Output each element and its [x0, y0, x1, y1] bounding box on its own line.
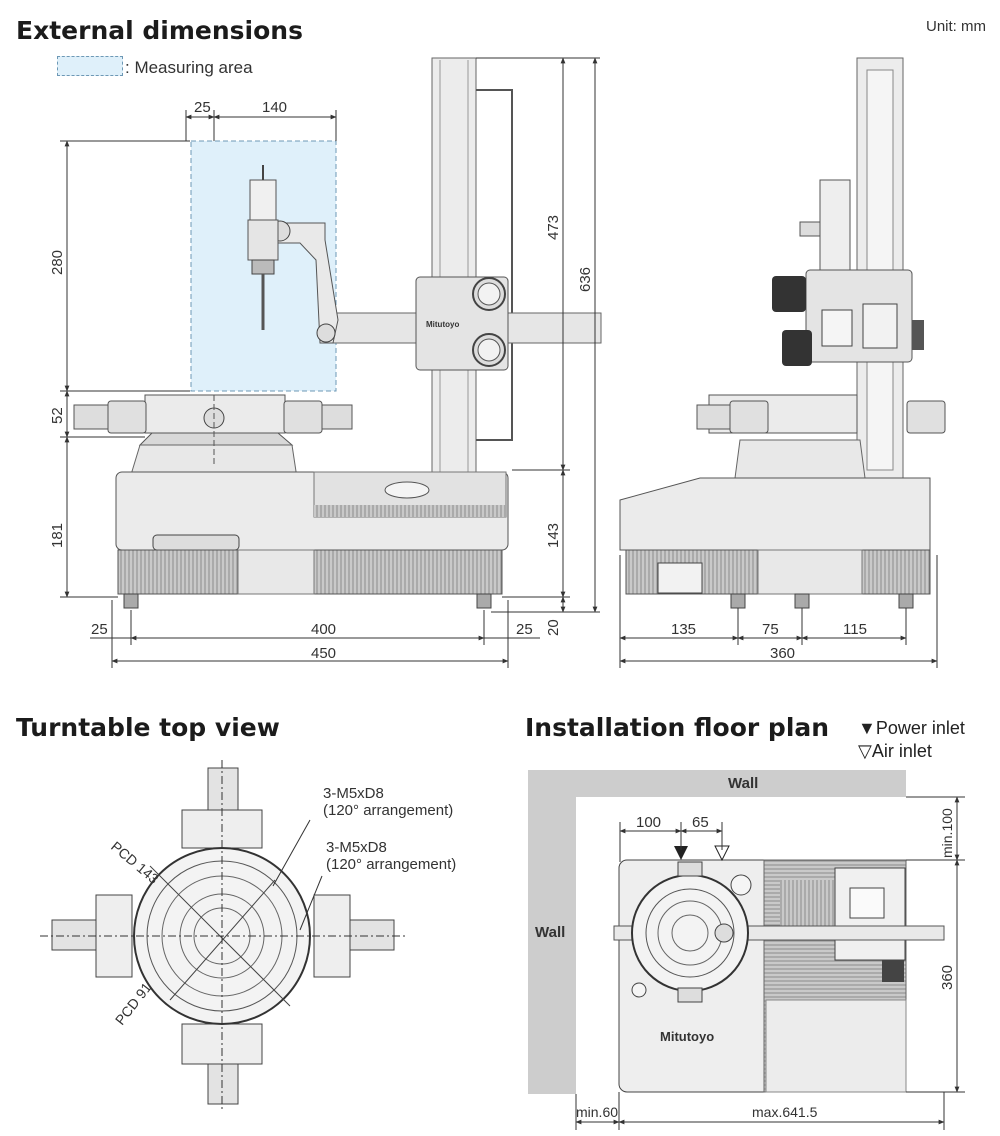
wall-left-label: Wall: [535, 924, 565, 941]
dim-front-25-right: 25: [516, 621, 533, 638]
installation-floor-plan: Wall Wall Mitutoyo: [528, 770, 965, 1130]
dim-front-143: 143: [545, 523, 562, 548]
floor-brand: Mitutoyo: [660, 1029, 714, 1044]
dim-front-140: 140: [262, 99, 287, 116]
dim-floor-min60: min.60: [576, 1104, 618, 1120]
front-view: Mitutoyo: [49, 57, 602, 668]
floor-plan-title: Installation floor plan: [525, 713, 830, 742]
dim-side-135: 135: [671, 621, 696, 638]
external-dimensions-title: External dimensions: [16, 16, 303, 45]
note2-line2: (120° arrangement): [326, 856, 456, 873]
power-inlet-label: ▼Power inlet: [858, 718, 965, 738]
dim-front-280: 280: [49, 250, 66, 275]
measuring-area-swatch: [57, 56, 123, 76]
carriage-brand: Mitutoyo: [426, 320, 459, 329]
dim-floor-min100: min.100: [939, 808, 955, 858]
wall-shape: [528, 770, 906, 1094]
dim-front-473: 473: [545, 215, 562, 240]
dim-front-25-top: 25: [194, 99, 211, 116]
inlet-legend: ▼Power inlet ▽Air inlet: [858, 717, 965, 763]
dim-side-75: 75: [762, 621, 779, 638]
dim-side-115: 115: [843, 621, 867, 638]
air-inlet-label: ▽Air inlet: [858, 741, 932, 761]
dim-floor-100: 100: [636, 814, 661, 831]
note1-line1: 3-M5xD8: [323, 785, 384, 802]
dim-front-20: 20: [545, 619, 562, 636]
dim-front-181: 181: [49, 523, 66, 548]
side-view: 135 75 115 360: [619, 57, 946, 668]
dim-front-25-left: 25: [91, 621, 108, 638]
dim-front-52: 52: [49, 407, 66, 424]
dim-front-636: 636: [577, 267, 594, 292]
pcd143-label: PCD 143: [108, 838, 162, 887]
note2-line1: 3-M5xD8: [326, 839, 387, 856]
note1-line2: (120° arrangement): [323, 802, 453, 819]
dim-front-400: 400: [311, 621, 336, 638]
wall-top-label: Wall: [728, 775, 758, 792]
measuring-area-label: : Measuring area: [125, 58, 253, 77]
pcd91-label: PCD 91: [112, 979, 155, 1028]
column: [431, 57, 477, 479]
turntable-top-view: 3-M5xD8 (120° arrangement) 3-M5xD8 (120°…: [40, 760, 456, 1112]
dim-front-450: 450: [311, 645, 336, 662]
unit-label: Unit: mm: [926, 18, 986, 35]
turntable-title: Turntable top view: [16, 713, 280, 742]
measuring-area-legend: : Measuring area: [57, 56, 253, 78]
dim-floor-360: 360: [939, 965, 956, 990]
dim-side-360: 360: [770, 645, 795, 662]
dim-floor-65: 65: [692, 814, 709, 831]
dim-floor-max641: max.641.5: [752, 1104, 818, 1120]
